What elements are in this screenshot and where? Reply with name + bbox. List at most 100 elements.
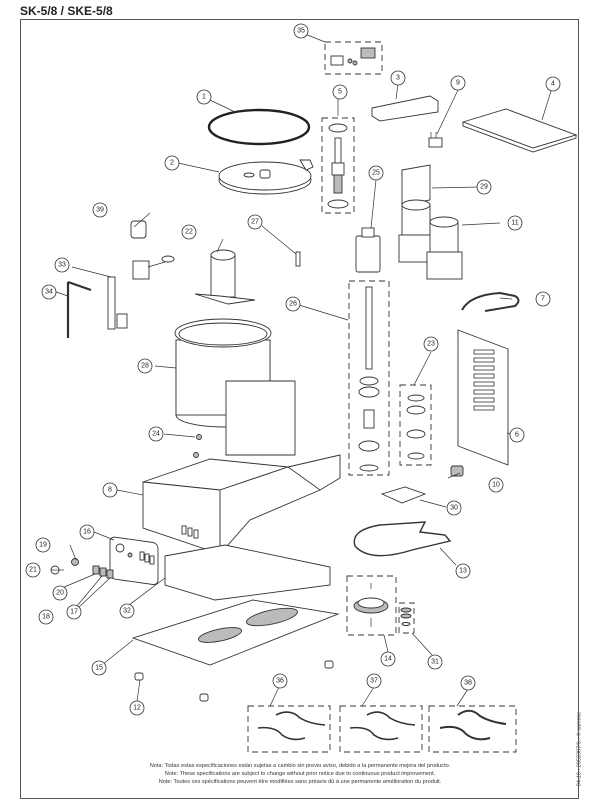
callout-label: 19 [39, 542, 47, 549]
callout-19[interactable]: 19 [35, 537, 51, 553]
callout-label: 6 [515, 432, 519, 439]
document-title: SK-5/8 / SKE-5/8 [20, 4, 113, 18]
washer-kit-part [398, 602, 415, 634]
callout-label: 25 [372, 170, 380, 177]
callout-label: 28 [141, 363, 149, 370]
pulley-kit-part [346, 575, 397, 636]
callout-14[interactable]: 14 [380, 651, 396, 667]
callout-32[interactable]: 32 [119, 603, 135, 619]
callout-30[interactable]: 30 [446, 500, 462, 516]
callout-1[interactable]: 1 [196, 89, 212, 105]
control-panel-part [109, 536, 159, 586]
callout-label: 17 [70, 609, 78, 616]
note-spanish: Nota: Todas estas especificaciones están… [149, 763, 451, 769]
side-code-container: 04-10 - 2052387/6 - © sammic [572, 708, 586, 798]
knob-part [71, 558, 79, 566]
callout-label: 31 [431, 659, 439, 666]
capacitor-part [355, 227, 381, 273]
callout-35[interactable]: 35 [293, 23, 309, 39]
callout-label: 11 [511, 220, 518, 227]
lid-part [218, 159, 314, 195]
callout-label: 33 [58, 262, 66, 269]
callout-11[interactable]: 11 [507, 215, 523, 231]
callout-28[interactable]: 28 [137, 358, 153, 374]
callout-label: 12 [133, 705, 141, 712]
blade-hub-part [194, 249, 256, 305]
base-plate-part [131, 599, 340, 666]
callout-3[interactable]: 3 [390, 70, 406, 86]
blade-set-parts [247, 705, 517, 753]
callout-label: 2 [170, 160, 174, 167]
callout-label: 27 [251, 219, 259, 226]
callout-37[interactable]: 37 [366, 673, 382, 689]
callout-36[interactable]: 36 [272, 673, 288, 689]
callout-label: 35 [297, 28, 305, 35]
callout-2[interactable]: 2 [164, 155, 180, 171]
callout-7[interactable]: 7 [535, 291, 551, 307]
callout-label: 13 [459, 568, 467, 575]
callout-label: 1 [202, 94, 206, 101]
callout-label: 24 [152, 431, 160, 438]
coupling-part [130, 220, 147, 239]
callout-label: 38 [464, 680, 472, 687]
callout-label: 37 [370, 678, 378, 685]
callout-22[interactable]: 22 [181, 224, 197, 240]
callout-label: 8 [108, 487, 112, 494]
callout-label: 7 [541, 296, 545, 303]
cable-gland-part [450, 465, 464, 477]
scraper-rack-part [66, 280, 92, 338]
pin-part [295, 251, 301, 267]
callout-4[interactable]: 4 [545, 76, 561, 92]
callout-label: 3 [396, 75, 400, 82]
motor-support-part [380, 486, 427, 504]
callout-25[interactable]: 25 [368, 165, 384, 181]
front-housing-part [142, 380, 341, 556]
drawing-frame [20, 19, 579, 799]
callout-21[interactable]: 21 [25, 562, 41, 578]
callout-12[interactable]: 12 [129, 700, 145, 716]
callout-label: 34 [45, 289, 53, 296]
callout-label: 21 [29, 567, 37, 574]
callout-9[interactable]: 9 [450, 75, 466, 91]
motors-part [398, 199, 463, 280]
callout-16[interactable]: 16 [79, 524, 95, 540]
callout-label: 32 [123, 608, 131, 615]
foot-parts [134, 660, 334, 702]
nut-part [196, 434, 202, 440]
callout-15[interactable]: 15 [91, 660, 107, 676]
callout-label: 9 [456, 80, 460, 87]
callout-label: 20 [56, 590, 64, 597]
callout-17[interactable]: 17 [66, 604, 82, 620]
chassis-part [164, 544, 331, 601]
callout-6[interactable]: 6 [509, 427, 525, 443]
callout-27[interactable]: 27 [247, 214, 263, 230]
belt-part [353, 521, 452, 557]
callout-31[interactable]: 31 [427, 654, 443, 670]
power-cable-part [461, 291, 520, 312]
callout-38[interactable]: 38 [460, 675, 476, 691]
callout-label: 23 [427, 341, 435, 348]
callout-5[interactable]: 5 [332, 84, 348, 100]
callout-label: 22 [185, 229, 193, 236]
callout-24[interactable]: 24 [148, 426, 164, 442]
callout-label: 16 [83, 529, 91, 536]
callout-20[interactable]: 20 [52, 585, 68, 601]
callout-23[interactable]: 23 [423, 336, 439, 352]
callout-33[interactable]: 33 [54, 257, 70, 273]
callout-8[interactable]: 8 [102, 482, 118, 498]
gasket-ring-part [207, 108, 311, 146]
callout-10[interactable]: 10 [488, 477, 504, 493]
callout-34[interactable]: 34 [41, 284, 57, 300]
note-french: Note: Toutes ces spécifications peuvent … [158, 779, 442, 785]
callout-18[interactable]: 18 [38, 609, 54, 625]
callout-29[interactable]: 29 [476, 179, 492, 195]
leader-lines [51, 33, 552, 707]
callout-26[interactable]: 26 [285, 296, 301, 312]
scraper-arm-part [107, 255, 175, 330]
callout-label: 36 [276, 678, 284, 685]
callout-39[interactable]: 39 [92, 202, 108, 218]
callout-13[interactable]: 13 [455, 563, 471, 579]
disclaimer-notes: Nota: Todas estas especificaciones están… [100, 762, 500, 786]
connector-kit-part [324, 41, 383, 75]
